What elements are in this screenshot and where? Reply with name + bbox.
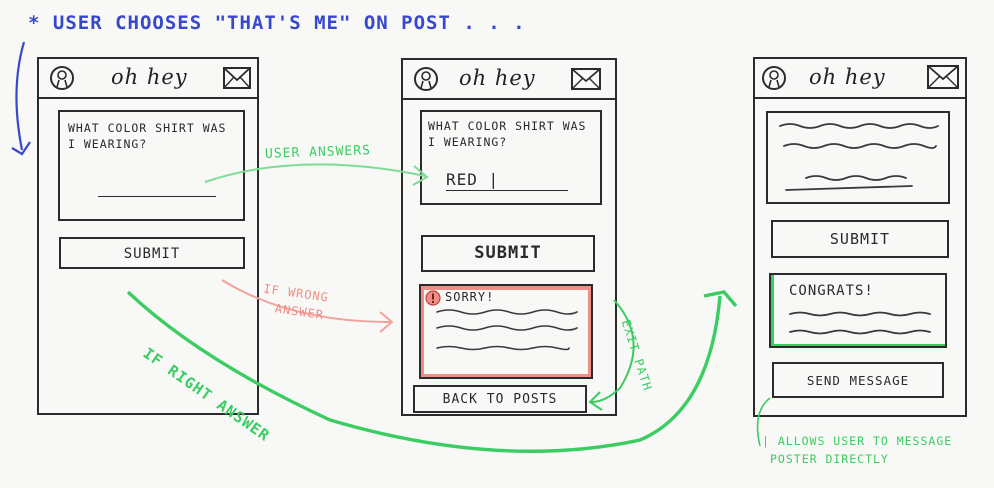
user-answers-arrow [204,163,426,183]
back-to-posts-button[interactable]: BACK TO POSTS [413,385,587,413]
allows-line-1: | ALLOWS USER TO MESSAGE [762,434,953,448]
question-line-1: WHAT COLOR SHIRT WAS [68,121,227,135]
app-logo: oh hey [459,66,536,90]
screen-wrong-answer: oh hey WHAT COLOR SHIRT WAS I WEARING? R… [401,58,617,416]
success-title: CONGRATS! [789,283,874,299]
error-card: SORRY! [419,284,593,379]
app-header: oh hey [755,59,965,99]
allows-pointer [756,397,771,447]
avatar-icon[interactable] [761,65,787,91]
success-text-squiggle [789,329,931,335]
success-card: CONGRATS! [769,273,947,348]
if-wrong-arrow [221,279,391,323]
allows-label: | ALLOWS USER TO MESSAGE POSTER DIRECTLY [762,432,952,468]
post-text-squiggle [783,143,937,149]
error-text-squiggle [436,345,570,351]
send-message-button[interactable]: SEND MESSAGE [772,362,944,398]
mail-icon[interactable] [927,65,959,89]
if-right-arrow [126,290,722,453]
mail-icon[interactable] [223,67,251,89]
question-card: WHAT COLOR SHIRT WAS I WEARING? RED | [420,110,602,205]
send-message-label: SEND MESSAGE [806,373,910,388]
avatar-icon[interactable] [413,66,439,92]
post-text-squiggle [805,175,907,181]
post-text-squiggle [785,185,913,191]
question-line-1: WHAT COLOR SHIRT WAS [428,119,587,133]
submit-label: SUBMIT [123,246,181,262]
submit-label: SUBMIT [829,230,891,248]
back-label: BACK TO POSTS [442,392,558,407]
error-text-squiggle [436,325,578,331]
app-logo: oh hey [111,65,188,89]
answer-input-line[interactable] [98,196,216,197]
app-logo: oh hey [809,65,886,89]
mail-icon[interactable] [571,68,601,90]
screen-right-answer: oh hey SUBMIT CONGRATS! SEND MESSAGE [753,57,967,417]
blue-pointer-arrow [15,41,26,151]
screen-question: oh hey WHAT COLOR SHIRT WAS I WEARING? S… [37,57,259,415]
top-note: * USER CHOOSES "THAT'S ME" ON POST . . . [28,12,526,34]
error-title: SORRY! [445,290,495,304]
submit-label: SUBMIT [474,243,542,263]
question-card: WHAT COLOR SHIRT WAS I WEARING? [58,110,245,221]
error-icon [425,290,441,306]
question-line-2: I WEARING? [428,135,508,149]
error-text-squiggle [436,309,578,315]
allows-line-2: POSTER DIRECTLY [770,452,889,466]
question-line-2: I WEARING? [68,137,148,151]
answer-input[interactable]: RED | [446,170,500,189]
app-header: oh hey [39,59,257,99]
avatar-icon[interactable] [49,65,75,91]
success-text-squiggle [789,311,931,317]
post-text-squiggle [779,123,939,129]
submit-button[interactable]: SUBMIT [771,220,949,258]
exit-path-arrow [591,299,635,403]
submit-button[interactable]: SUBMIT [59,237,245,269]
app-header: oh hey [403,60,615,100]
submit-button[interactable]: SUBMIT [421,235,595,272]
answer-input-line [446,190,568,191]
